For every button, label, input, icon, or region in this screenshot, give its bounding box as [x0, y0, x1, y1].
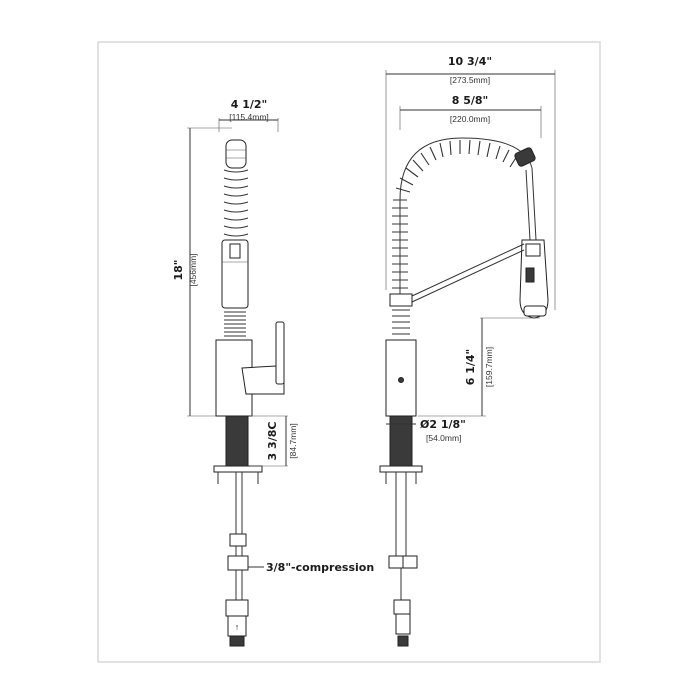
front-view: 10 3/4" [273.5mm] 8 5/8" [220.0mm]: [379, 55, 556, 647]
side-sprayer-body: [221, 239, 249, 309]
front-support-arm: [411, 243, 525, 297]
front-reach-imperial: 10 3/4": [448, 55, 492, 68]
side-compression-fitting: [227, 555, 249, 571]
front-base-metric: [54.0mm]: [426, 433, 461, 443]
side-shank: [225, 415, 249, 467]
side-spring-coil: [223, 169, 249, 237]
front-reach-metric: [273.5mm]: [450, 75, 490, 85]
front-collar: [389, 293, 413, 307]
front-spring-imperial: 8 5/8": [452, 94, 489, 107]
side-spray-head-top: [225, 139, 247, 169]
front-spring-metric: [220.0mm]: [450, 114, 490, 124]
front-reach-dimension: 10 3/4" [273.5mm]: [385, 55, 556, 310]
front-mount-plate: [379, 465, 423, 473]
side-mount-plate: [213, 465, 263, 473]
front-spout-height-imperial: 6 1/4": [464, 349, 477, 386]
side-shank-dimension: 3 3/8C [84.7mm]: [250, 415, 298, 467]
front-logo-dot: [398, 377, 404, 383]
side-width-dimension: 4 1/2" [115.4mm]: [218, 98, 279, 132]
side-width-metric: [115.4mm]: [229, 112, 269, 122]
front-spray-face: [523, 305, 547, 317]
side-neck-thread: [224, 311, 246, 337]
connector-callout: 3/8"-compression: [266, 561, 374, 574]
side-height-metric: [456mm]: [188, 253, 198, 286]
side-shank-imperial: 3 3/8C: [266, 422, 279, 461]
side-height-dimension: 18" [456mm]: [172, 127, 232, 417]
side-width-imperial: 4 1/2": [231, 98, 268, 111]
front-spray-tip: [514, 147, 536, 167]
side-height-imperial: 18": [172, 259, 185, 280]
page-frame: [97, 41, 601, 663]
side-handle-lever: [275, 321, 285, 385]
front-base-imperial: Ø2 1/8": [420, 418, 466, 431]
side-shank-metric: [84.7mm]: [288, 423, 298, 458]
front-spring-dimension: 8 5/8" [220.0mm]: [399, 94, 542, 138]
side-handle: [241, 365, 285, 395]
svg-text:↑: ↑: [235, 622, 240, 632]
front-spout-height-dimension: 6 1/4" [159.7mm]: [418, 317, 540, 417]
front-base-dimension: Ø2 1/8" [54.0mm]: [386, 418, 466, 443]
front-spout-height-metric: [159.7mm]: [484, 347, 494, 387]
side-view: 4 1/2" [115.4mm] 18" [456mm]: [172, 98, 374, 647]
